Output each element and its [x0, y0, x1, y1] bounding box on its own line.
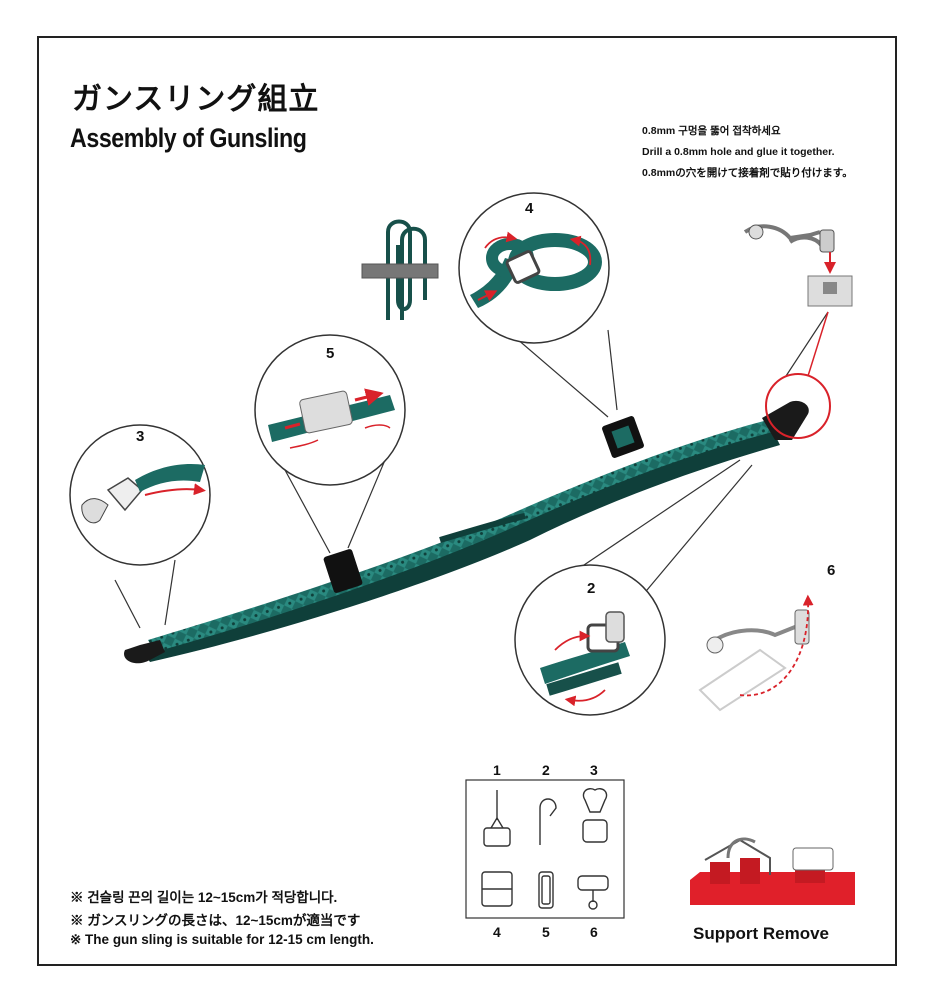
step-5-number: 5 — [326, 345, 335, 362]
end-clip-right — [762, 400, 809, 440]
callout-lines — [114, 311, 829, 641]
part-4-icon — [481, 871, 513, 907]
part-2-icon — [539, 798, 557, 845]
step-5-detail — [254, 334, 406, 486]
title-japanese: ガンスリング組立 — [72, 82, 320, 117]
drill-hole-detail — [743, 224, 853, 439]
step-2-detail — [514, 564, 666, 716]
paperclip-illustration — [361, 219, 439, 320]
part-6-icon — [577, 875, 609, 910]
legend-number-2: 2 — [542, 762, 550, 778]
gunsling-strap — [124, 400, 809, 664]
step-6-number: 6 — [827, 562, 836, 579]
footnote-japanese: ※ ガンスリングの長さは、12~15cmが適当です — [70, 913, 361, 928]
title-english: Assembly of Gunsling — [70, 123, 307, 153]
legend-number-3: 3 — [590, 762, 598, 778]
step-2-number: 2 — [587, 580, 596, 597]
footnote-english: ※ The gun sling is suitable for 12-15 cm… — [70, 932, 374, 947]
part-3-icon — [582, 788, 608, 843]
strap-keeper-buckle — [323, 549, 363, 593]
legend-number-4: 4 — [493, 924, 501, 940]
note-japanese: 0.8mmの穴を開けて接着剤で貼り付けます。 — [642, 167, 853, 179]
part-1-icon — [483, 790, 511, 847]
support-remove-illustration — [690, 837, 855, 905]
step-4-detail — [458, 192, 610, 344]
note-english: Drill a 0.8mm hole and glue it together. — [642, 146, 835, 158]
footnote-korean: ※ 건슬링 끈의 길이는 12~15cm가 적당합니다. — [70, 890, 338, 905]
end-clip-left — [124, 640, 165, 664]
note-korean: 0.8mm 구멍을 뚫어 접착하세요 — [642, 125, 781, 137]
support-remove-label: Support Remove — [693, 924, 830, 943]
parts-legend-box — [465, 779, 625, 919]
step-3-number: 3 — [136, 428, 145, 445]
step-4-number: 4 — [525, 200, 534, 217]
part-5-icon — [538, 871, 554, 909]
legend-number-6: 6 — [590, 924, 598, 940]
step-3-detail — [69, 424, 211, 566]
diagram-frame — [37, 36, 897, 966]
step-6-detail — [698, 594, 814, 712]
legend-number-5: 5 — [542, 924, 550, 940]
legend-number-1: 1 — [493, 762, 501, 778]
